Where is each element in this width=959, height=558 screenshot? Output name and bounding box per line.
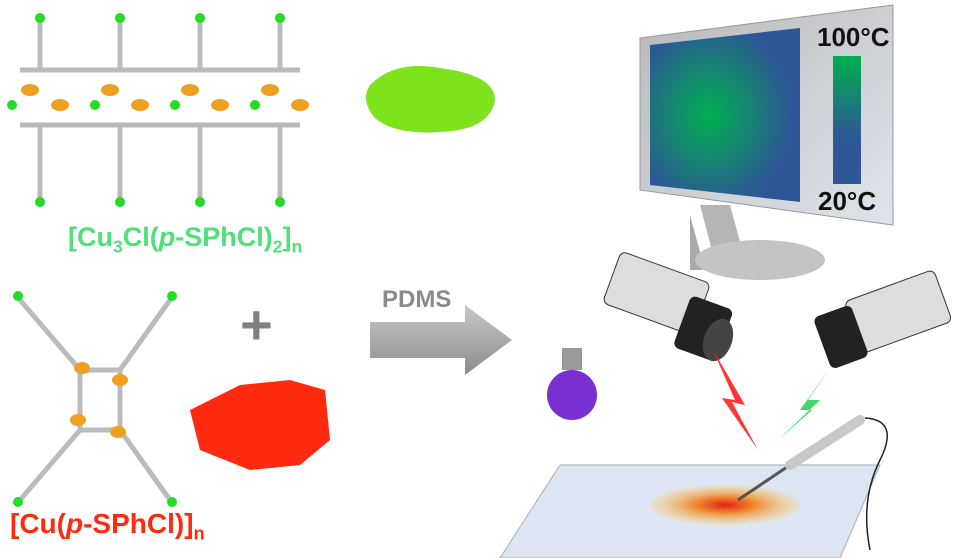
label-sub: 3 (112, 236, 123, 257)
soldering-iron (737, 415, 888, 551)
uv-bulb (547, 348, 597, 420)
red-light-bolt (712, 348, 758, 450)
temp-high-label: 100°C (817, 22, 890, 52)
temp-low-label: 20°C (818, 186, 877, 216)
label-part: [Cu( (10, 508, 66, 539)
green-light-bolt (778, 368, 830, 440)
monitor (639, 4, 894, 280)
plus-sign: + (240, 293, 273, 356)
label-sub: n (193, 523, 205, 544)
label-part: [Cu (68, 222, 113, 252)
arrow-label: PDMS (382, 286, 452, 313)
green-powder (366, 66, 495, 133)
chain-structure (7, 13, 309, 207)
camera-right (814, 270, 952, 368)
label-sub: n (291, 236, 303, 257)
label-sub: 2 (272, 236, 283, 257)
label-part: -SPhCl) (175, 222, 273, 252)
label-italic: p (158, 222, 176, 252)
label-part: -SPhCl)] (83, 508, 194, 539)
red-powder (190, 380, 330, 470)
substrate-plate (499, 464, 881, 558)
label-part: ] (282, 222, 292, 252)
label-part: Cl( (122, 222, 159, 252)
ring-structure (13, 291, 177, 507)
camera-left (603, 252, 734, 362)
compound-label-green: [Cu3Cl(p-SPhCl)2]n (68, 222, 302, 257)
arrow (370, 305, 512, 375)
compound-label-red: [Cu(p-SPhCl)]n (10, 508, 205, 545)
label-italic: p (65, 508, 84, 539)
